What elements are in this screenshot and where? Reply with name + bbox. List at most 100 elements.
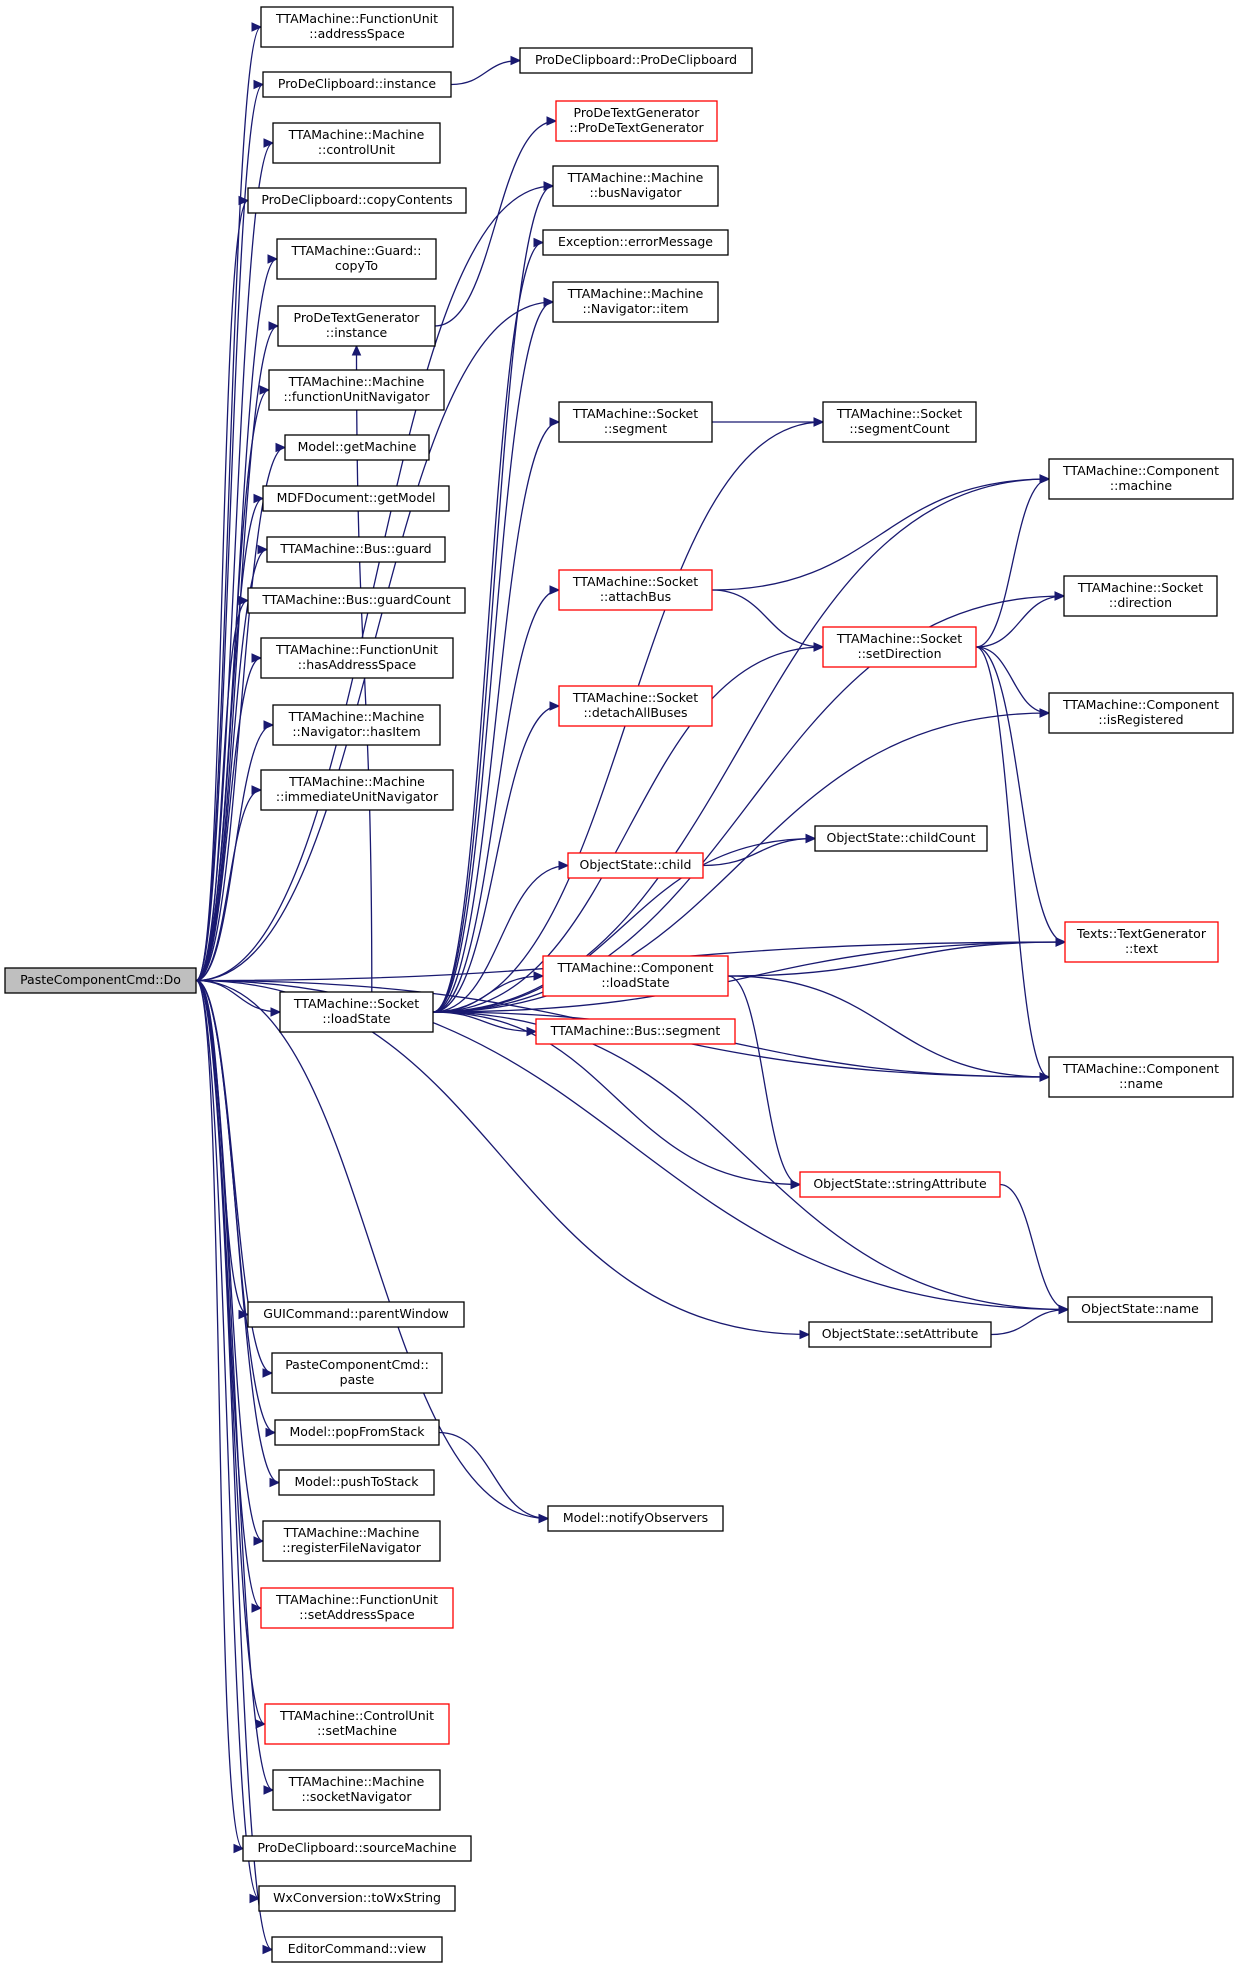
node-srcMachine[interactable]: ProDeClipboard::sourceMachine [242, 1835, 472, 1862]
node-strAttr[interactable]: ObjectState::stringAttribute [799, 1171, 1001, 1198]
edge-setDir-to-sockDir [975, 595, 1065, 648]
node-label: ::socketNavigator [301, 1789, 412, 1804]
node-busSeg[interactable]: TTAMachine::Bus::segment [535, 1018, 736, 1045]
node-label: TTAMachine::Guard:: [291, 243, 422, 258]
node-sockSeg[interactable]: TTAMachine::Socket::segment [558, 401, 713, 443]
node-getMachine[interactable]: Model::getMachine [284, 434, 430, 461]
arrowhead-attachBus-to-setDir [813, 642, 825, 652]
node-fuNav[interactable]: TTAMachine::Machine::functionUnitNavigat… [268, 369, 445, 411]
node-setAttr[interactable]: ObjectState::setAttribute [808, 1321, 992, 1348]
node-root[interactable]: PasteComponentCmd::Do [4, 967, 197, 994]
node-errMsg[interactable]: Exception::errorMessage [542, 229, 729, 256]
node-rfNav[interactable]: TTAMachine::Machine::registerFileNavigat… [262, 1520, 441, 1562]
node-copyContents[interactable]: ProDeClipboard::copyContents [247, 187, 467, 214]
node-ctrlUnit[interactable]: TTAMachine::Machine::controlUnit [272, 122, 441, 164]
node-parentWin[interactable]: GUICommand::parentWindow [247, 1301, 465, 1328]
arrowhead-root-to-setAddr [251, 1603, 263, 1613]
node-label: TTAMachine::Machine [567, 286, 704, 301]
nodes-layer: PasteComponentCmd::DoTTAMachine::Functio… [4, 6, 1234, 1963]
node-attachBus[interactable]: TTAMachine::Socket::attachBus [558, 569, 713, 611]
edge-root-to-fuNav [195, 389, 270, 982]
node-sockDir[interactable]: TTAMachine::Socket::direction [1063, 575, 1218, 617]
node-notify[interactable]: Model::notifyObservers [547, 1505, 724, 1532]
arrowhead-root-to-paste [262, 1368, 274, 1378]
edge-strAttr-to-osName [999, 1183, 1069, 1311]
node-busNav[interactable]: TTAMachine::Machine::busNavigator [552, 165, 719, 207]
node-label: ::setAddressSpace [299, 1607, 415, 1622]
node-pdcInst[interactable]: ProDeClipboard::instance [262, 71, 452, 98]
edge-attachBus-to-compMachine [711, 478, 1050, 591]
node-box [276, 238, 437, 280]
arrowhead-sockLoad-to-sockSeg [549, 417, 561, 427]
node-label: TTAMachine::Machine [288, 1774, 425, 1789]
node-guardCopy[interactable]: TTAMachine::Guard::copyTo [276, 238, 437, 280]
arrowhead-root-to-fuNav [259, 385, 271, 395]
node-label: WxConversion::toWxString [273, 1890, 441, 1905]
node-getModel[interactable]: MDFDocument::getModel [262, 485, 450, 512]
node-childCount[interactable]: ObjectState::childCount [814, 825, 988, 852]
node-navItem[interactable]: TTAMachine::Machine::Navigator::item [552, 281, 719, 323]
node-paste[interactable]: PasteComponentCmd::paste [271, 1352, 443, 1394]
node-hasItem[interactable]: TTAMachine::Machine::Navigator::hasItem [272, 704, 441, 746]
node-sockLoad[interactable]: TTAMachine::Socket::loadState [279, 991, 434, 1033]
arrowhead-root-to-pdcInst [253, 79, 265, 90]
node-box [542, 955, 729, 997]
node-box [247, 187, 467, 214]
edge-sockLoad-to-compMachine [432, 478, 1050, 1013]
node-popStack[interactable]: Model::popFromStack [274, 1419, 440, 1446]
arrowhead-root-to-guardCount [238, 595, 250, 606]
node-label: ::direction [1109, 595, 1172, 610]
node-toWx[interactable]: WxConversion::toWxString [258, 1885, 456, 1912]
node-busGuard[interactable]: TTAMachine::Bus::guard [266, 536, 446, 563]
node-label: ProDeClipboard::ProDeClipboard [535, 52, 737, 67]
node-sockNav[interactable]: TTAMachine::Machine::socketNavigator [272, 1769, 441, 1811]
node-segCount[interactable]: TTAMachine::Socket::segmentCount [822, 401, 977, 443]
edge-sockLoad-to-busNav [432, 185, 554, 1013]
node-box [260, 1587, 454, 1629]
node-iuNav[interactable]: TTAMachine::Machine::immediateUnitNaviga… [260, 769, 454, 811]
node-compLoad[interactable]: TTAMachine::Component::loadState [542, 955, 729, 997]
node-label: ::attachBus [600, 589, 671, 604]
node-ptgInst[interactable]: ProDeTextGenerator::instance [277, 305, 436, 347]
node-label: ::text [1125, 941, 1158, 956]
node-setAddr[interactable]: TTAMachine::FunctionUnit::setAddressSpac… [260, 1587, 454, 1629]
arrowhead-child-to-childCount [805, 833, 817, 844]
node-box [4, 967, 197, 994]
node-compMachine[interactable]: TTAMachine::Component::machine [1048, 458, 1234, 500]
node-isReg[interactable]: TTAMachine::Component::isRegistered [1048, 692, 1234, 734]
node-hasAddr[interactable]: TTAMachine::FunctionUnit::hasAddressSpac… [260, 637, 454, 679]
node-box [284, 434, 430, 461]
node-label: TTAMachine::Bus::guardCount [261, 592, 450, 607]
node-text[interactable]: Texts::TextGenerator::text [1064, 921, 1219, 963]
node-label: TTAMachine::Component [1062, 1061, 1219, 1076]
edge-sockLoad-to-navItem [432, 301, 554, 1013]
node-fuAddr[interactable]: TTAMachine::FunctionUnit::addressSpace [260, 6, 454, 48]
node-label: TTAMachine::Component [1062, 697, 1219, 712]
node-compName[interactable]: TTAMachine::Component::name [1048, 1056, 1234, 1098]
node-guardCount[interactable]: TTAMachine::Bus::guardCount [247, 587, 466, 614]
edge-sockLoad-to-isReg [432, 712, 1050, 1013]
arrowhead-setDir-to-compMachine [1039, 474, 1051, 484]
node-view[interactable]: EditorCommand::view [271, 1936, 443, 1963]
arrowhead-sockLoad-to-attachBus [549, 585, 561, 595]
node-osName[interactable]: ObjectState::name [1067, 1296, 1213, 1323]
node-child[interactable]: ObjectState::child [567, 852, 704, 879]
edge-root-to-iuNav [195, 789, 262, 982]
node-label: TTAMachine::Machine [288, 374, 425, 389]
node-detach[interactable]: TTAMachine::Socket::detachAllBuses [558, 685, 713, 727]
node-pushStack[interactable]: Model::pushToStack [278, 1469, 435, 1496]
node-label: TTAMachine::Component [1062, 463, 1219, 478]
node-label: ProDeClipboard::copyContents [261, 192, 452, 207]
node-ptgCtor[interactable]: ProDeTextGenerator::ProDeTextGenerator [555, 100, 718, 142]
node-pdcCtor[interactable]: ProDeClipboard::ProDeClipboard [519, 47, 753, 74]
node-box [247, 587, 466, 614]
edge-root-to-hasAddr [195, 657, 262, 982]
node-setMachine[interactable]: TTAMachine::ControlUnit::setMachine [264, 1703, 450, 1745]
node-setDir[interactable]: TTAMachine::Socket::setDirection [822, 626, 977, 668]
edge-sockLoad-to-errMsg [432, 241, 544, 1013]
node-box [814, 825, 988, 852]
node-box [552, 281, 719, 323]
arrowhead-root-to-sockNav [263, 1785, 275, 1795]
node-box [1048, 1056, 1234, 1098]
